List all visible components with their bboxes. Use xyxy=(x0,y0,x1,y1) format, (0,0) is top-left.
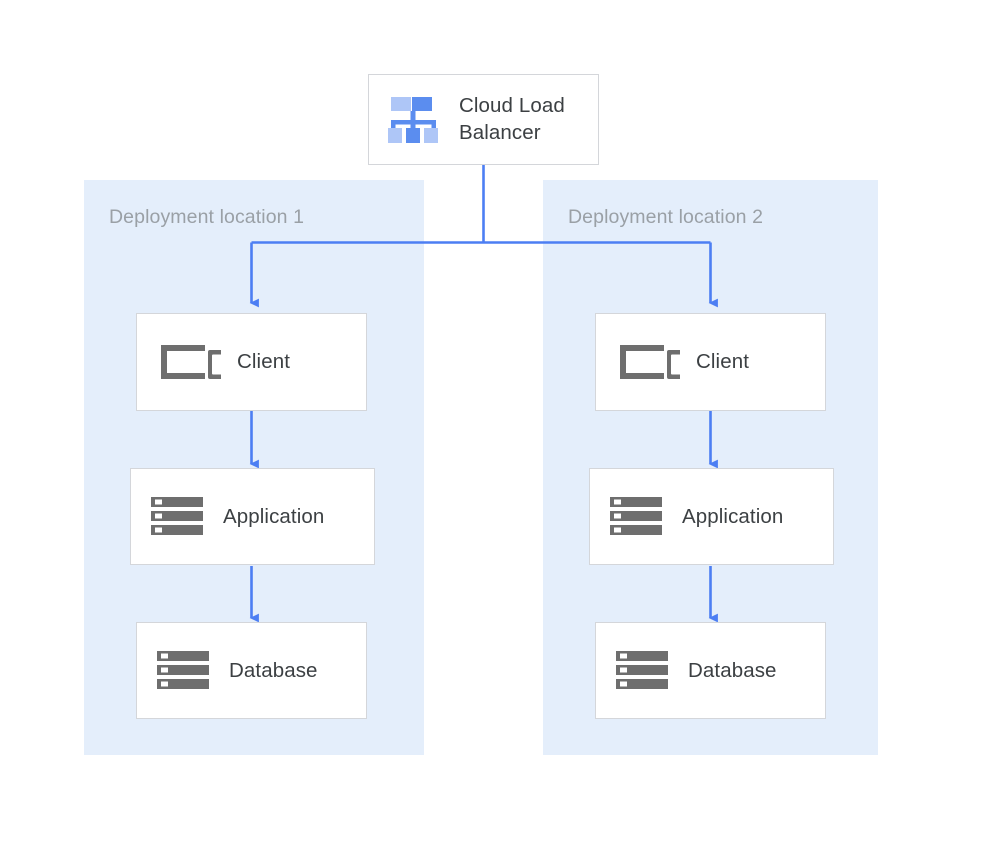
load-balancer-icon xyxy=(387,95,441,145)
node-cloud-load-balancer[interactable]: Cloud Load Balancer xyxy=(368,74,599,165)
deployment-zone-2-label: Deployment location 2 xyxy=(568,206,764,228)
server-stack-icon xyxy=(610,496,666,538)
node-database-zone-1[interactable]: Database xyxy=(136,622,367,719)
node-client-zone-2[interactable]: Client xyxy=(595,313,826,411)
node-database-zone-2[interactable]: Database xyxy=(595,622,826,719)
node-client-zone-1-label: Client xyxy=(237,350,291,373)
node-application-zone-1-label: Application xyxy=(223,504,325,528)
node-database-zone-2-label: Database xyxy=(688,658,777,682)
server-stack-icon xyxy=(157,650,213,692)
devices-icon xyxy=(618,339,680,385)
node-application-zone-2[interactable]: Application xyxy=(589,468,834,565)
deployment-zone-1-label: Deployment location 1 xyxy=(109,206,305,228)
server-stack-icon xyxy=(151,496,207,538)
node-database-zone-1-label: Database xyxy=(229,658,318,682)
node-application-zone-2-label: Application xyxy=(682,504,784,528)
server-stack-icon xyxy=(616,650,672,692)
devices-icon xyxy=(159,339,221,385)
node-client-zone-2-label: Client xyxy=(696,350,750,373)
node-cloud-load-balancer-label: Cloud Load Balancer xyxy=(459,94,565,144)
node-application-zone-1[interactable]: Application xyxy=(130,468,375,565)
node-client-zone-1[interactable]: Client xyxy=(136,313,367,411)
